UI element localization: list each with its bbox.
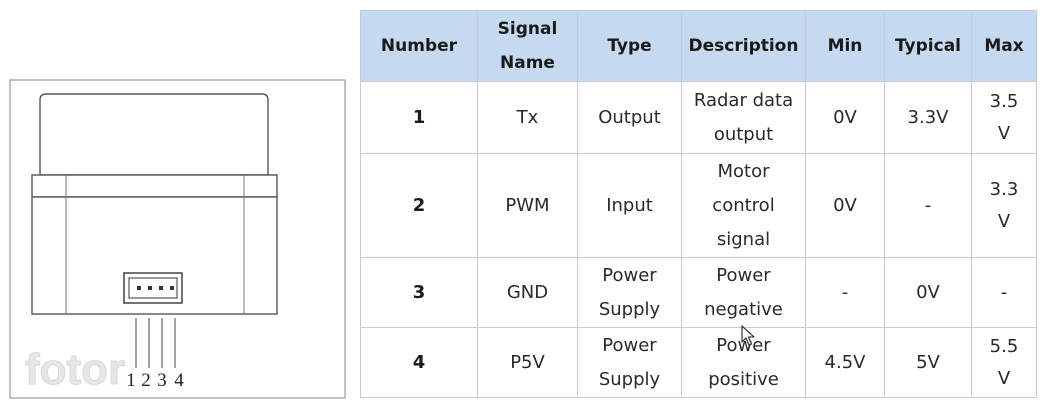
pin-label-1: 1 [126,370,136,391]
table-row: 3 GND Power Supply Power negative - 0V - [360,257,1037,328]
cell-description: Power negative [681,257,806,328]
cell-typical: 0V [884,257,972,328]
cell-signal-name: GND [477,257,578,328]
watermark: fotor [25,345,125,394]
mouse-cursor-icon [741,325,755,346]
cell-min: - [805,257,885,328]
cell-number: 3 [360,257,478,328]
cell-typical: - [884,153,972,258]
connector-inner [128,277,178,299]
cell-max: 5.5 V [971,327,1037,398]
header-min: Min [805,10,885,82]
cell-typical: 5V [884,327,972,398]
cell-type: Output [577,81,682,154]
cell-typical: 3.3V [884,81,972,154]
cell-min: 0V [805,81,885,154]
header-signal-name: Signal Name [477,10,578,82]
cell-description: Radar data output [681,81,806,154]
table-row: 2 PWM Input Motor control signal 0V - 3.… [360,153,1037,258]
pin-definition-table: Number Signal Name Type Description Min … [360,10,1037,398]
header-typical: Typical [884,10,972,82]
cell-min: 4.5V [805,327,885,398]
cell-signal-name: Tx [477,81,578,154]
cell-number: 4 [360,327,478,398]
cell-type: Power Supply [577,327,682,398]
pin-label-2: 2 [141,370,151,391]
cell-type: Power Supply [577,257,682,328]
cell-signal-name: P5V [477,327,578,398]
header-description: Description [681,10,806,82]
table-row: 4 P5V Power Supply Power positive 4.5V 5… [360,327,1037,398]
connector-pin [137,286,141,290]
cell-number: 1 [360,81,478,154]
header-type: Type [577,10,682,82]
cell-number: 2 [360,153,478,258]
connector-pin [170,286,174,290]
table-header-row: Number Signal Name Type Description Min … [360,10,1037,82]
connector-pin [159,286,163,290]
cell-signal-name: PWM [477,153,578,258]
cell-max: 3.3 V [971,153,1037,258]
device-band [31,174,278,198]
pin-label-4: 4 [174,370,184,391]
table-row: 1 Tx Output Radar data output 0V 3.3V 3.… [360,81,1037,154]
cell-max: - [971,257,1037,328]
device-top-dome [39,93,269,176]
cell-max: 3.5 V [971,81,1037,154]
header-max: Max [971,10,1037,82]
connector-pin [148,286,152,290]
cell-description: Motor control signal [681,153,806,258]
cell-type: Input [577,153,682,258]
header-number: Number [360,10,478,82]
cell-min: 0V [805,153,885,258]
device-drawing: fotor 1 2 3 4 [9,79,346,399]
pin-label-3: 3 [157,370,167,391]
